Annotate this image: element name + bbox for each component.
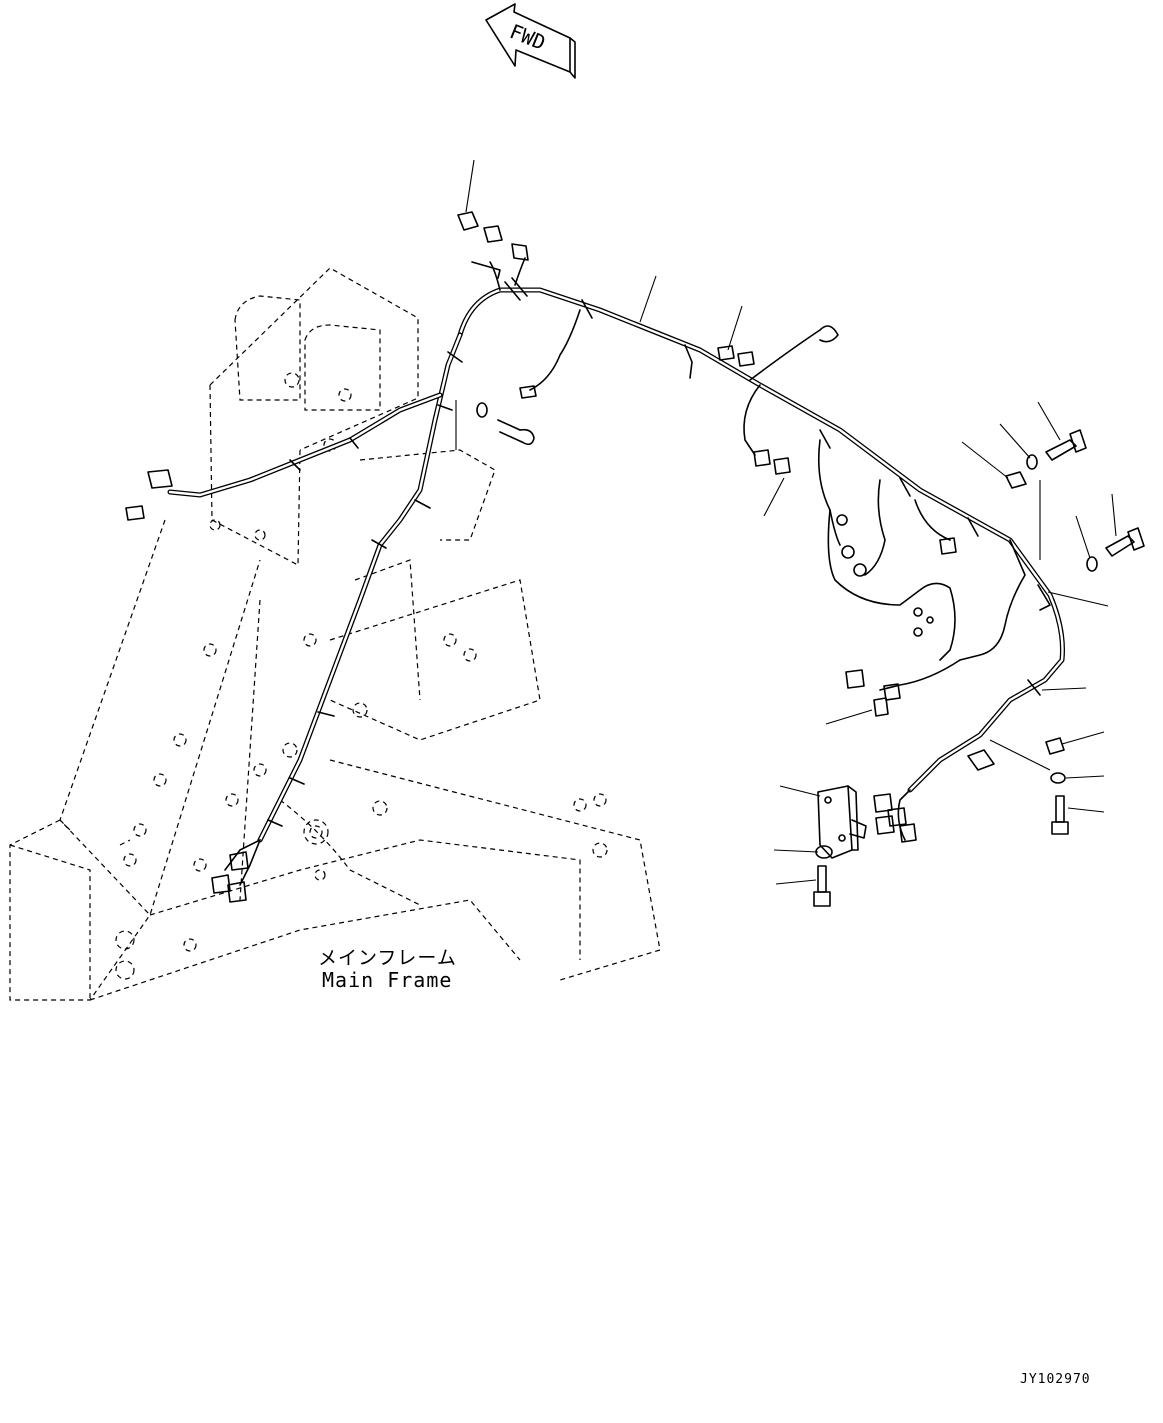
bracket-icon [817, 785, 867, 859]
bolt-icon [497, 419, 1145, 907]
main-harness [167, 287, 1065, 843]
main-frame-label-english: Main Frame [322, 968, 453, 992]
fwd-arrow-icon: FWD [485, 3, 576, 79]
main-frame-label-japanese: メインフレーム [318, 947, 457, 969]
harness-branches [224, 257, 1026, 886]
frame-bosses [115, 372, 608, 980]
main-frame-outline [9, 267, 661, 1001]
leader-lines [455, 159, 1117, 885]
connector-icon [125, 211, 995, 903]
drawing-number: JY102970 [1020, 1372, 1091, 1387]
clamp-icon [267, 277, 1051, 827]
